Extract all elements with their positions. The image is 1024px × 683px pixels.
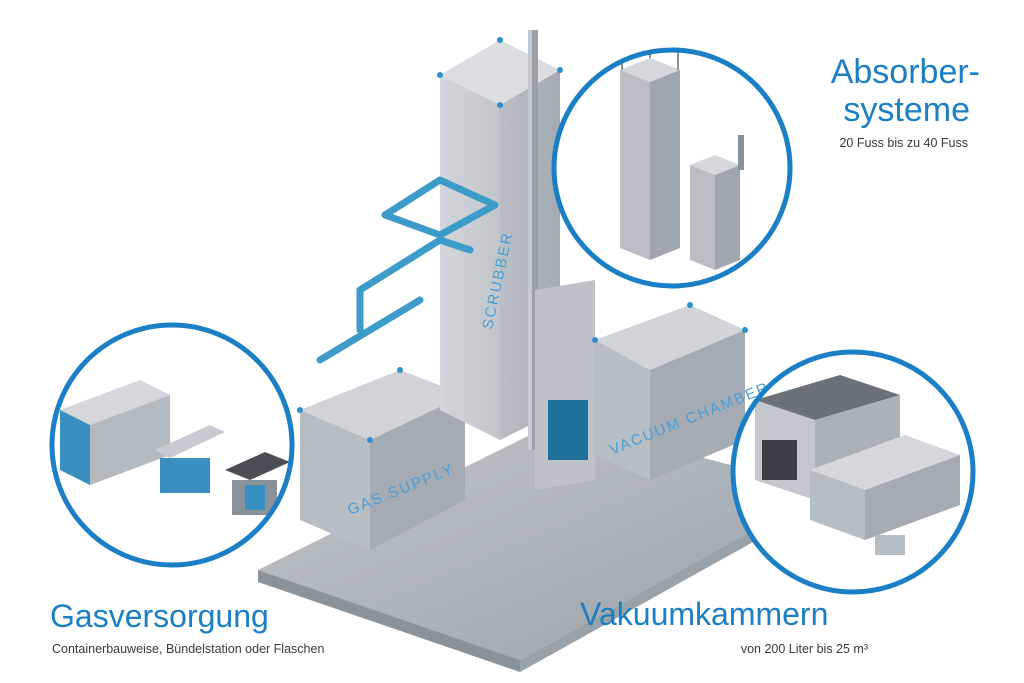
vacuum-subtitle: von 200 Liter bis 25 m³: [740, 642, 868, 656]
absorber-callout: [551, 47, 793, 289]
gas-subtitle: Containerbauweise, Bündelstation oder Fl…: [52, 642, 325, 656]
absorber-title-line2: systeme: [843, 91, 970, 129]
vacuum-front-container: [810, 435, 960, 540]
bundle-station-unit: [155, 425, 225, 493]
absorber-short-unit: [690, 135, 744, 270]
absorber-title-line1: Absorber-: [830, 53, 980, 91]
gas-callout: [49, 322, 295, 568]
vacuum-callout: [730, 349, 976, 595]
absorber-subtitle: 20 Fuss bis zu 40 Fuss: [839, 136, 968, 150]
absorber-tall-unit: [620, 50, 680, 260]
gas-title: Gasversorgung: [50, 598, 269, 634]
gas-container-unit: [60, 380, 170, 485]
vacuum-chamber-enclosure: [535, 280, 748, 490]
gas-supply-enclosure: [297, 367, 468, 550]
vacuum-title: Vakuumkammern: [580, 596, 829, 632]
cylinder-rack-unit: [225, 452, 290, 515]
pipework: [316, 176, 499, 364]
vacuum-small-chamber: [875, 535, 905, 555]
